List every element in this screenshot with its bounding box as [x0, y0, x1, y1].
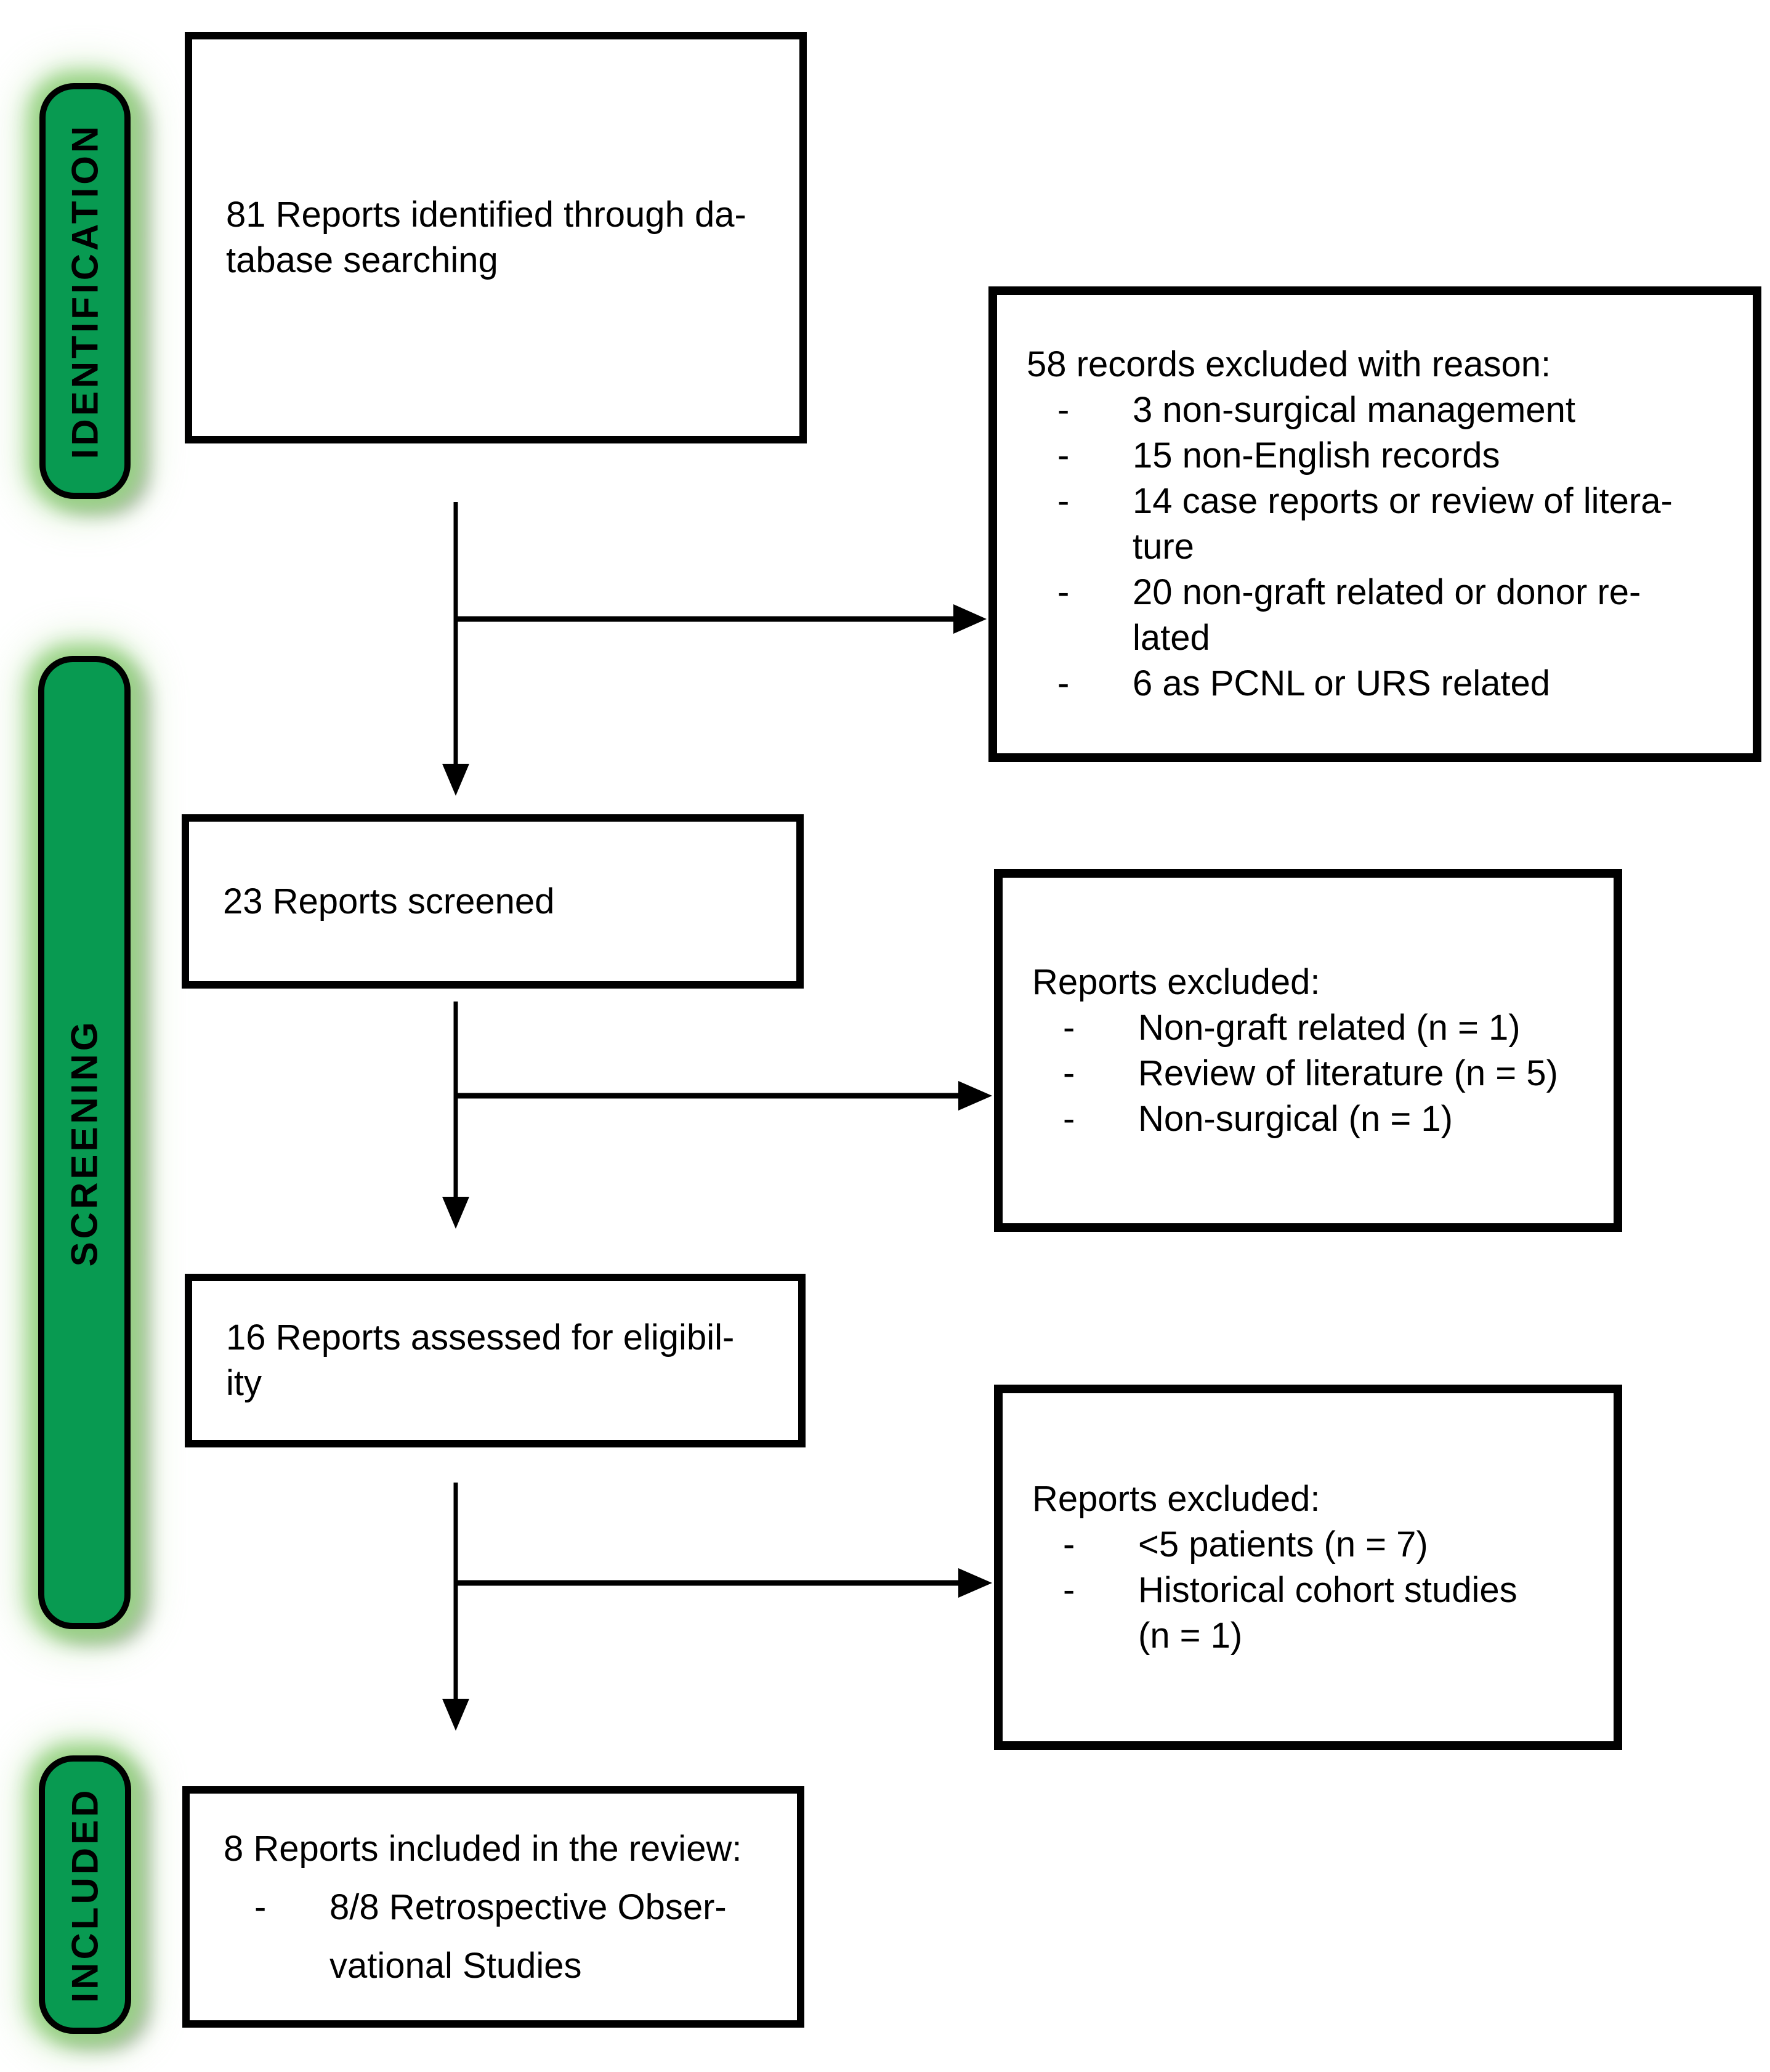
bullet-dash: -: [1057, 481, 1070, 521]
arrowhead-down-icon: [442, 1197, 469, 1229]
list-item: - 6 as PCNL or URS related: [1027, 661, 1742, 706]
bullet-dash: -: [1063, 1007, 1075, 1048]
box-reports-included: 8 Reports included in the review: - 8/8 …: [182, 1786, 804, 2028]
list-item: - Review of literature (n = 5): [1032, 1051, 1602, 1096]
box-text: 16 Reports assessed for eligibil- ity: [226, 1317, 735, 1403]
list-item: - 15 non-English records: [1027, 433, 1742, 479]
bullet-text: 14 case reports or review of litera- tur…: [1133, 481, 1673, 567]
bullet-text: Review of literature (n = 5): [1138, 1053, 1558, 1093]
stage-label-screening: SCREENING: [38, 656, 131, 1629]
box-records-excluded-reason: 58 records excluded with reason: - 3 non…: [988, 286, 1761, 762]
arrow-screened-to-assessed: [442, 1002, 469, 1229]
bullet-dash: -: [1057, 663, 1070, 703]
bullet-text: Non-surgical (n = 1): [1138, 1098, 1453, 1139]
list-item: - 8/8 Retrospective Obser- vational Stud…: [224, 1878, 786, 1995]
bullet-dash: -: [1057, 390, 1070, 430]
box-reports-excluded-eligibility: Reports excluded: - <5 patients (n = 7) …: [994, 1385, 1622, 1750]
stage-label-text: IDENTIFICATION: [64, 123, 106, 459]
box-title: 58 records excluded with reason:: [1027, 344, 1551, 384]
list-item: - <5 patients (n = 7): [1032, 1522, 1602, 1568]
bullet-dash: -: [1057, 572, 1070, 612]
bullet-text: 6 as PCNL or URS related: [1133, 663, 1551, 703]
list-item: - Historical cohort studies (n = 1): [1032, 1568, 1602, 1659]
bullet-text: Non-graft related (n = 1): [1138, 1007, 1521, 1048]
bullet-text: 15 non-English records: [1133, 435, 1500, 476]
stage-label-identification: IDENTIFICATION: [39, 83, 131, 499]
arrowhead-down-icon: [442, 764, 469, 796]
stage-label-text: SCREENING: [63, 1019, 105, 1266]
bullet-dash: -: [254, 1887, 267, 1927]
arrow-branch-to-reports-excluded-screening: [456, 1081, 992, 1111]
box-reports-screened: 23 Reports screened: [182, 814, 804, 989]
arrowhead-right-icon: [958, 1081, 992, 1111]
box-text: 81 Reports identified through da- tabase…: [226, 195, 746, 280]
box-text: 23 Reports screened: [223, 881, 555, 921]
bullet-text: 8/8 Retrospective Obser- vational Studie…: [329, 1887, 727, 1986]
box-title: 8 Reports included in the review:: [224, 1828, 742, 1869]
bullet-dash: -: [1063, 1098, 1075, 1139]
bullet-text: 20 non-graft related or donor re- lated: [1133, 572, 1641, 658]
box-title: Reports excluded:: [1032, 961, 1320, 1002]
arrow-assessed-to-included: [442, 1483, 469, 1731]
bullet-dash: -: [1063, 1053, 1075, 1093]
list-item: - 3 non-surgical management: [1027, 387, 1742, 433]
bullet-dash: -: [1063, 1524, 1075, 1564]
bullet-text: Historical cohort studies (n = 1): [1138, 1569, 1517, 1656]
box-reports-excluded-screening: Reports excluded: - Non-graft related (n…: [994, 869, 1622, 1232]
box-title: Reports excluded:: [1032, 1478, 1320, 1519]
list-item: - 14 case reports or review of litera- t…: [1027, 479, 1742, 570]
bullet-text: 3 non-surgical management: [1133, 390, 1575, 430]
list-item: - Non-graft related (n = 1): [1032, 1005, 1602, 1051]
bullet-dash: -: [1063, 1569, 1075, 1610]
arrowhead-down-icon: [442, 1699, 469, 1731]
bullet-text: <5 patients (n = 7): [1138, 1524, 1428, 1564]
arrow-branch-to-reports-excluded-eligibility: [456, 1568, 992, 1598]
stage-label-included: INCLUDED: [39, 1755, 131, 2034]
list-item: - Non-surgical (n = 1): [1032, 1096, 1602, 1142]
stage-label-text: INCLUDED: [64, 1787, 106, 2002]
box-reports-identified: 81 Reports identified through da- tabase…: [185, 32, 807, 443]
arrow-identified-to-screened: [442, 502, 469, 796]
list-item: - 20 non-graft related or donor re- late…: [1027, 570, 1742, 661]
arrowhead-right-icon: [958, 1568, 992, 1598]
bullet-dash: -: [1057, 435, 1070, 476]
box-reports-assessed: 16 Reports assessed for eligibil- ity: [185, 1274, 806, 1447]
arrow-branch-to-records-excluded: [456, 604, 987, 634]
arrowhead-right-icon: [953, 604, 987, 634]
